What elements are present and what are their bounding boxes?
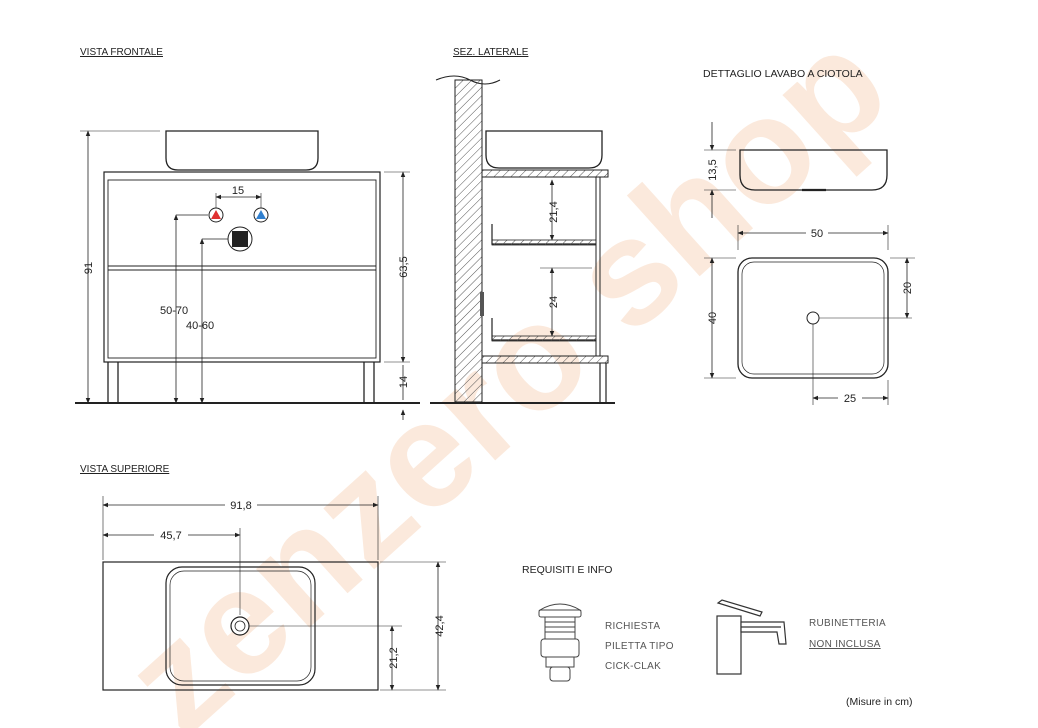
bowl-height-dim: 13,5 xyxy=(707,159,719,180)
upper-drawer-dim: 21,4 xyxy=(548,201,560,222)
front-bowl xyxy=(165,130,319,171)
side-section-view: SEZ. LATERALE 21,4 24 xyxy=(430,47,615,404)
top-view-title: VISTA SUPERIORE xyxy=(80,464,170,475)
side-bowl xyxy=(485,130,603,169)
requirements-info: REQUISITI E INFO RICHIESTA PILETTA TIPO … xyxy=(522,564,913,708)
drain-offset-dim: 45,7 xyxy=(160,530,181,542)
drain-requirement-line3: CICK-CLAK xyxy=(605,661,661,672)
top-width-dim: 91,8 xyxy=(230,500,251,512)
front-cabinet xyxy=(103,171,381,363)
watermark-text: zenzero shop xyxy=(93,0,918,728)
drain-front-dim: 25 xyxy=(844,393,856,405)
wall xyxy=(454,79,483,403)
drain-height-range: 40-60 xyxy=(186,320,214,332)
front-view: VISTA FRONTALE 15 50-70 40-60 xyxy=(75,47,420,420)
drain-side-dim: 20 xyxy=(902,282,914,294)
top-view: VISTA SUPERIORE 91,8 45,7 21,2 42,4 xyxy=(80,464,446,691)
faucet-icon xyxy=(716,599,787,675)
tap-spacing-dim: 15 xyxy=(232,185,244,197)
leg-height-dim: 14 xyxy=(398,376,410,388)
detail-view-title: DETTAGLIO LAVABO A CIOTOLA xyxy=(703,68,863,80)
units-note: (Misure in cm) xyxy=(846,696,913,708)
side-view-title: SEZ. LATERALE xyxy=(453,47,529,58)
drain-requirement-line1: RICHIESTA xyxy=(605,621,660,632)
total-height-dim: 91 xyxy=(83,262,95,274)
tap-info-line2: NON INCLUSA xyxy=(809,639,881,650)
drain-depth-dim: 21,2 xyxy=(388,647,400,668)
bowl-detail-view: DETTAGLIO LAVABO A CIOTOLA 13,5 50 20 40… xyxy=(703,68,915,405)
front-view-title: VISTA FRONTALE xyxy=(80,47,163,58)
cabinet-height-dim: 63,5 xyxy=(398,256,410,277)
watermark: zenzero shop xyxy=(93,0,918,728)
click-clack-drain-icon xyxy=(538,603,582,682)
bowl-depth-dim: 40 xyxy=(707,312,719,324)
bowl-width-dim: 50 xyxy=(811,228,823,240)
tap-info-line1: RUBINETTERIA xyxy=(809,618,886,629)
detail-bowl-profile xyxy=(739,149,888,191)
drain-requirement-line2: PILETTA TIPO xyxy=(605,641,674,652)
info-heading: REQUISITI E INFO xyxy=(522,564,612,576)
detail-drain-icon xyxy=(806,311,820,325)
lower-drawer-dim: 24 xyxy=(548,296,560,308)
tap-height-range: 50-70 xyxy=(160,305,188,317)
total-depth-dim: 42,4 xyxy=(434,615,446,636)
